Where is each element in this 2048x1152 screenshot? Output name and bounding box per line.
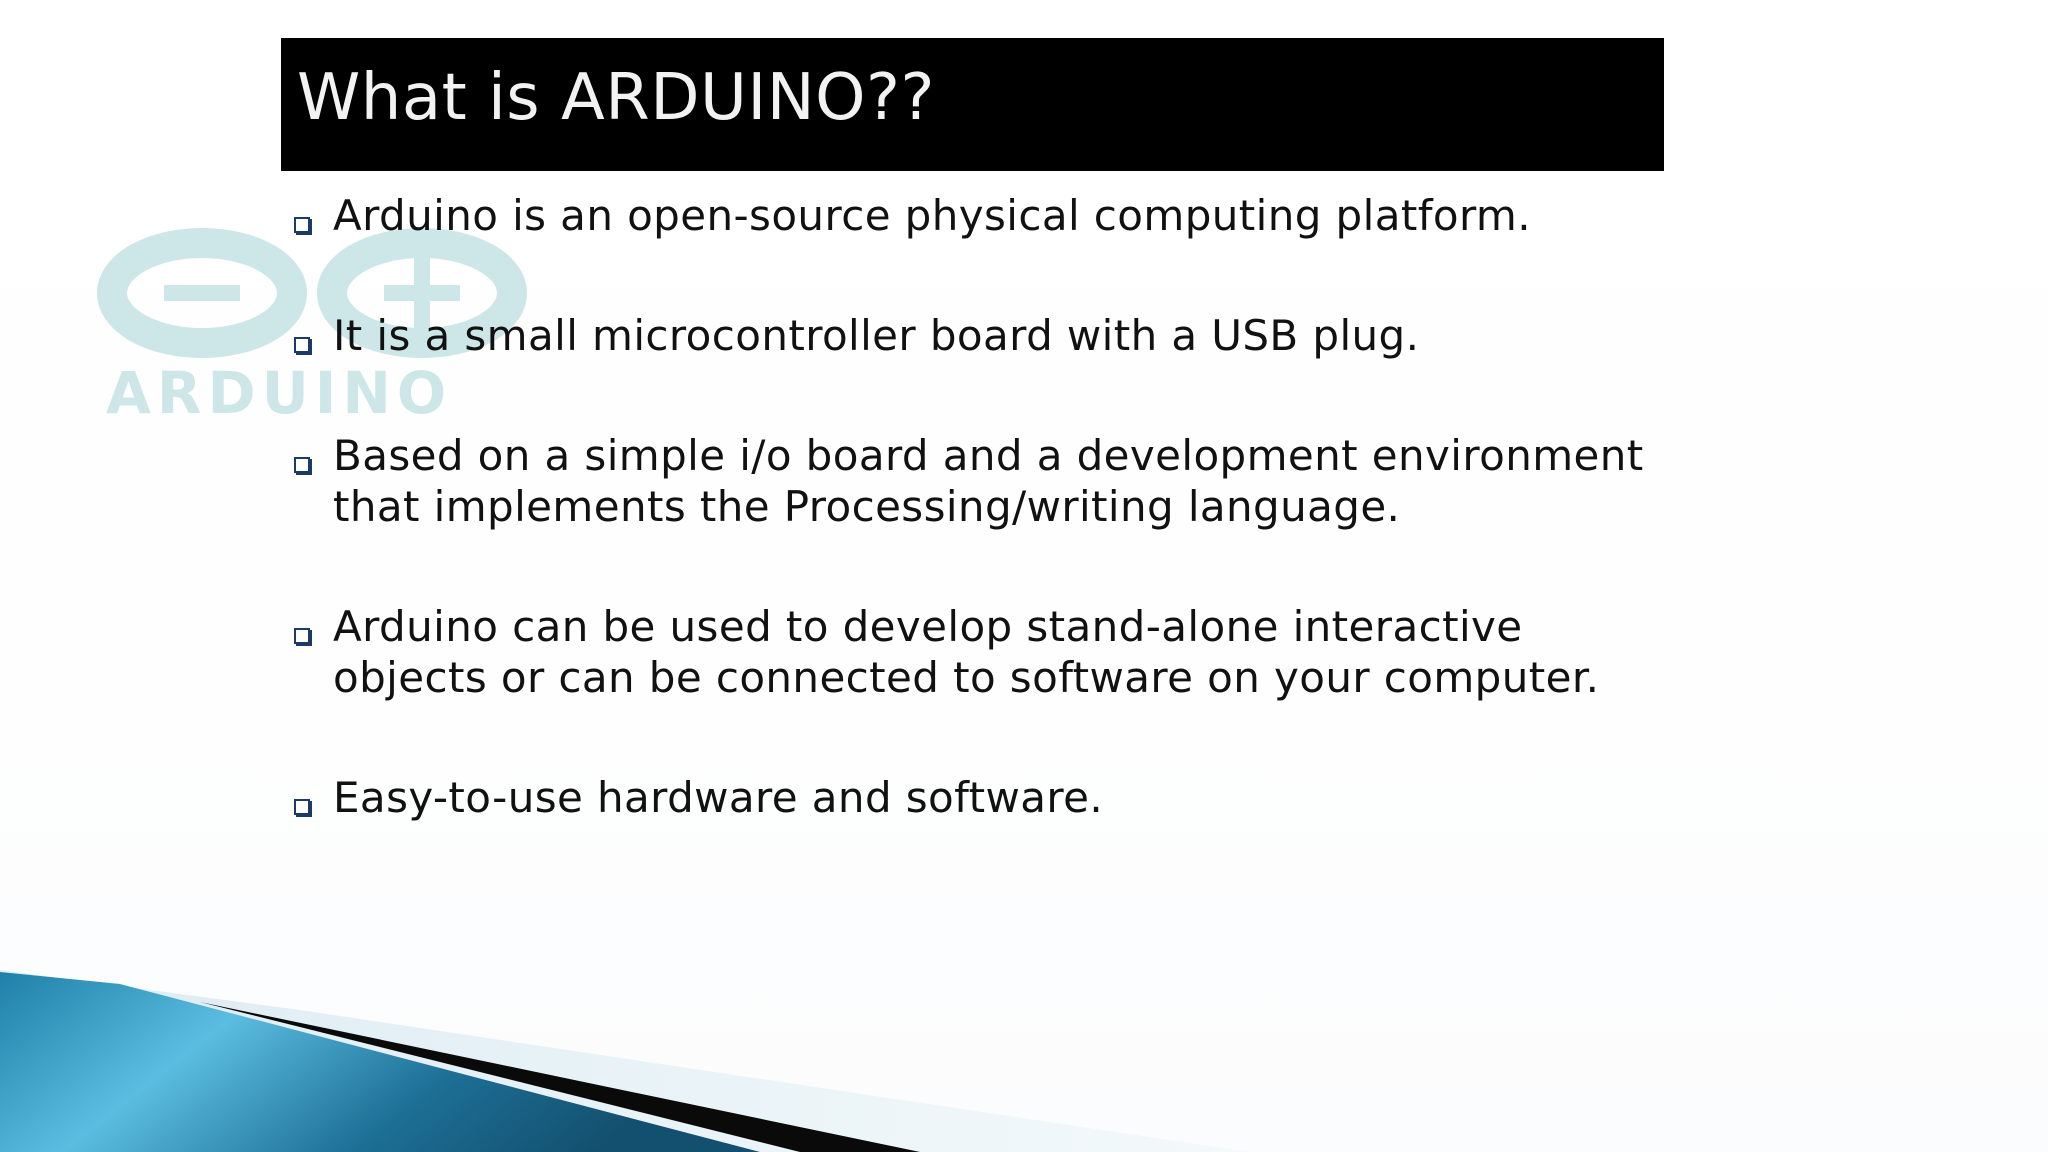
arduino-logo-icon: ARDUINO [92, 228, 542, 428]
square-bullet-icon [294, 337, 310, 353]
square-bullet-icon [294, 457, 310, 473]
bullet-text: Easy-to-use hardware and software. [333, 773, 1104, 822]
logo-wordmark: ARDUINO [106, 359, 453, 427]
bullet-text: Arduino can be used to develop stand-alo… [333, 602, 1600, 702]
bullet-text: Based on a simple i/o board and a develo… [333, 431, 1644, 531]
square-bullet-icon [294, 217, 310, 233]
arduino-logo-symbol [97, 228, 527, 358]
title-bar: What is ARDUINO?? [281, 38, 1664, 171]
square-bullet-icon [294, 628, 310, 644]
square-bullet-icon [294, 799, 310, 815]
slide-title: What is ARDUINO?? [297, 61, 935, 135]
footer-decoration [0, 970, 1250, 1152]
minus-symbol [164, 285, 240, 301]
bullet-text: It is a small microcontroller board with… [333, 311, 1420, 360]
bullet-text: Arduino is an open-source physical compu… [333, 191, 1531, 240]
